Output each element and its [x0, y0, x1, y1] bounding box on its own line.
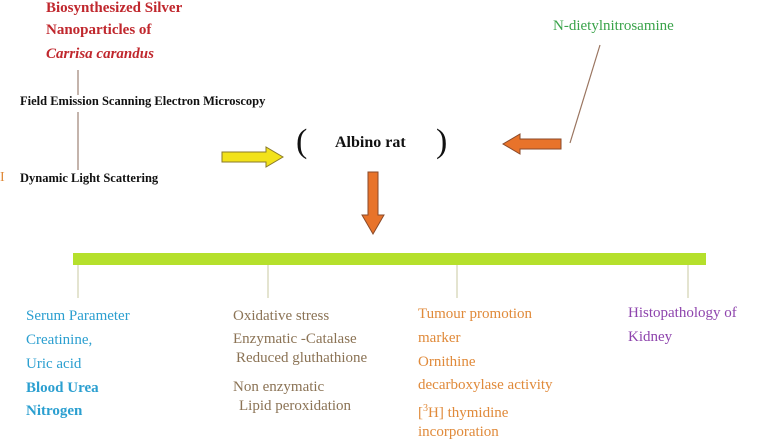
tumour-line-6: incorporation [418, 424, 499, 440]
title-line-2: Nanoparticles of [46, 22, 152, 38]
tumour-line-5-post: H] thymidine [428, 405, 509, 421]
branch-bar [73, 253, 706, 265]
serum-line-1: Serum Parameter [26, 308, 130, 324]
serum-line-5: Nitrogen [26, 403, 83, 419]
histo-line-2: Kidney [628, 329, 673, 345]
tumour-line-5: [3H] thymidine [418, 398, 508, 424]
oxidative-line-4: Non enzymatic [233, 379, 325, 395]
tumour-line-2: marker [418, 330, 461, 346]
histo-line-1: Histopathology of [628, 305, 737, 321]
fesem-label: Field Emission Scanning Electron Microsc… [20, 94, 266, 108]
yellow-arrow-icon [221, 146, 284, 168]
oxidative-line-1: Oxidative stress [233, 308, 330, 324]
inducer-label: N-dietylnitrosamine [553, 18, 674, 34]
tumour-line-5-pre: [ [418, 405, 423, 421]
serum-line-3: Uric acid [26, 356, 82, 372]
title-line-3: Carrisa carandus [46, 46, 154, 62]
stray-mark: I [0, 170, 5, 185]
tumour-line-4: decarboxylase activity [418, 377, 553, 393]
title-line-1: Biosynthesized Silver [46, 0, 183, 16]
left-paren: ( [296, 123, 308, 160]
oxidative-line-3: Reduced gluthathione [236, 350, 368, 366]
orange-down-arrow-icon [361, 171, 385, 235]
dls-label: Dynamic Light Scattering [20, 171, 159, 185]
serum-line-4: Blood Urea [26, 380, 99, 396]
oxidative-line-2: Enzymatic -Catalase [233, 331, 357, 347]
tumour-line-5-sup: 3 [423, 403, 428, 414]
serum-line-2: Creatinine, [26, 332, 93, 348]
oxidative-line-5: Lipid peroxidation [239, 398, 352, 414]
orange-left-arrow-icon [502, 133, 562, 155]
tumour-line-1: Tumour promotion [418, 306, 533, 322]
inducer-connector-line [569, 44, 601, 144]
right-paren: ) [436, 123, 448, 160]
tumour-line-3: Ornithine [418, 354, 476, 370]
center-label: Albino rat [335, 134, 406, 151]
